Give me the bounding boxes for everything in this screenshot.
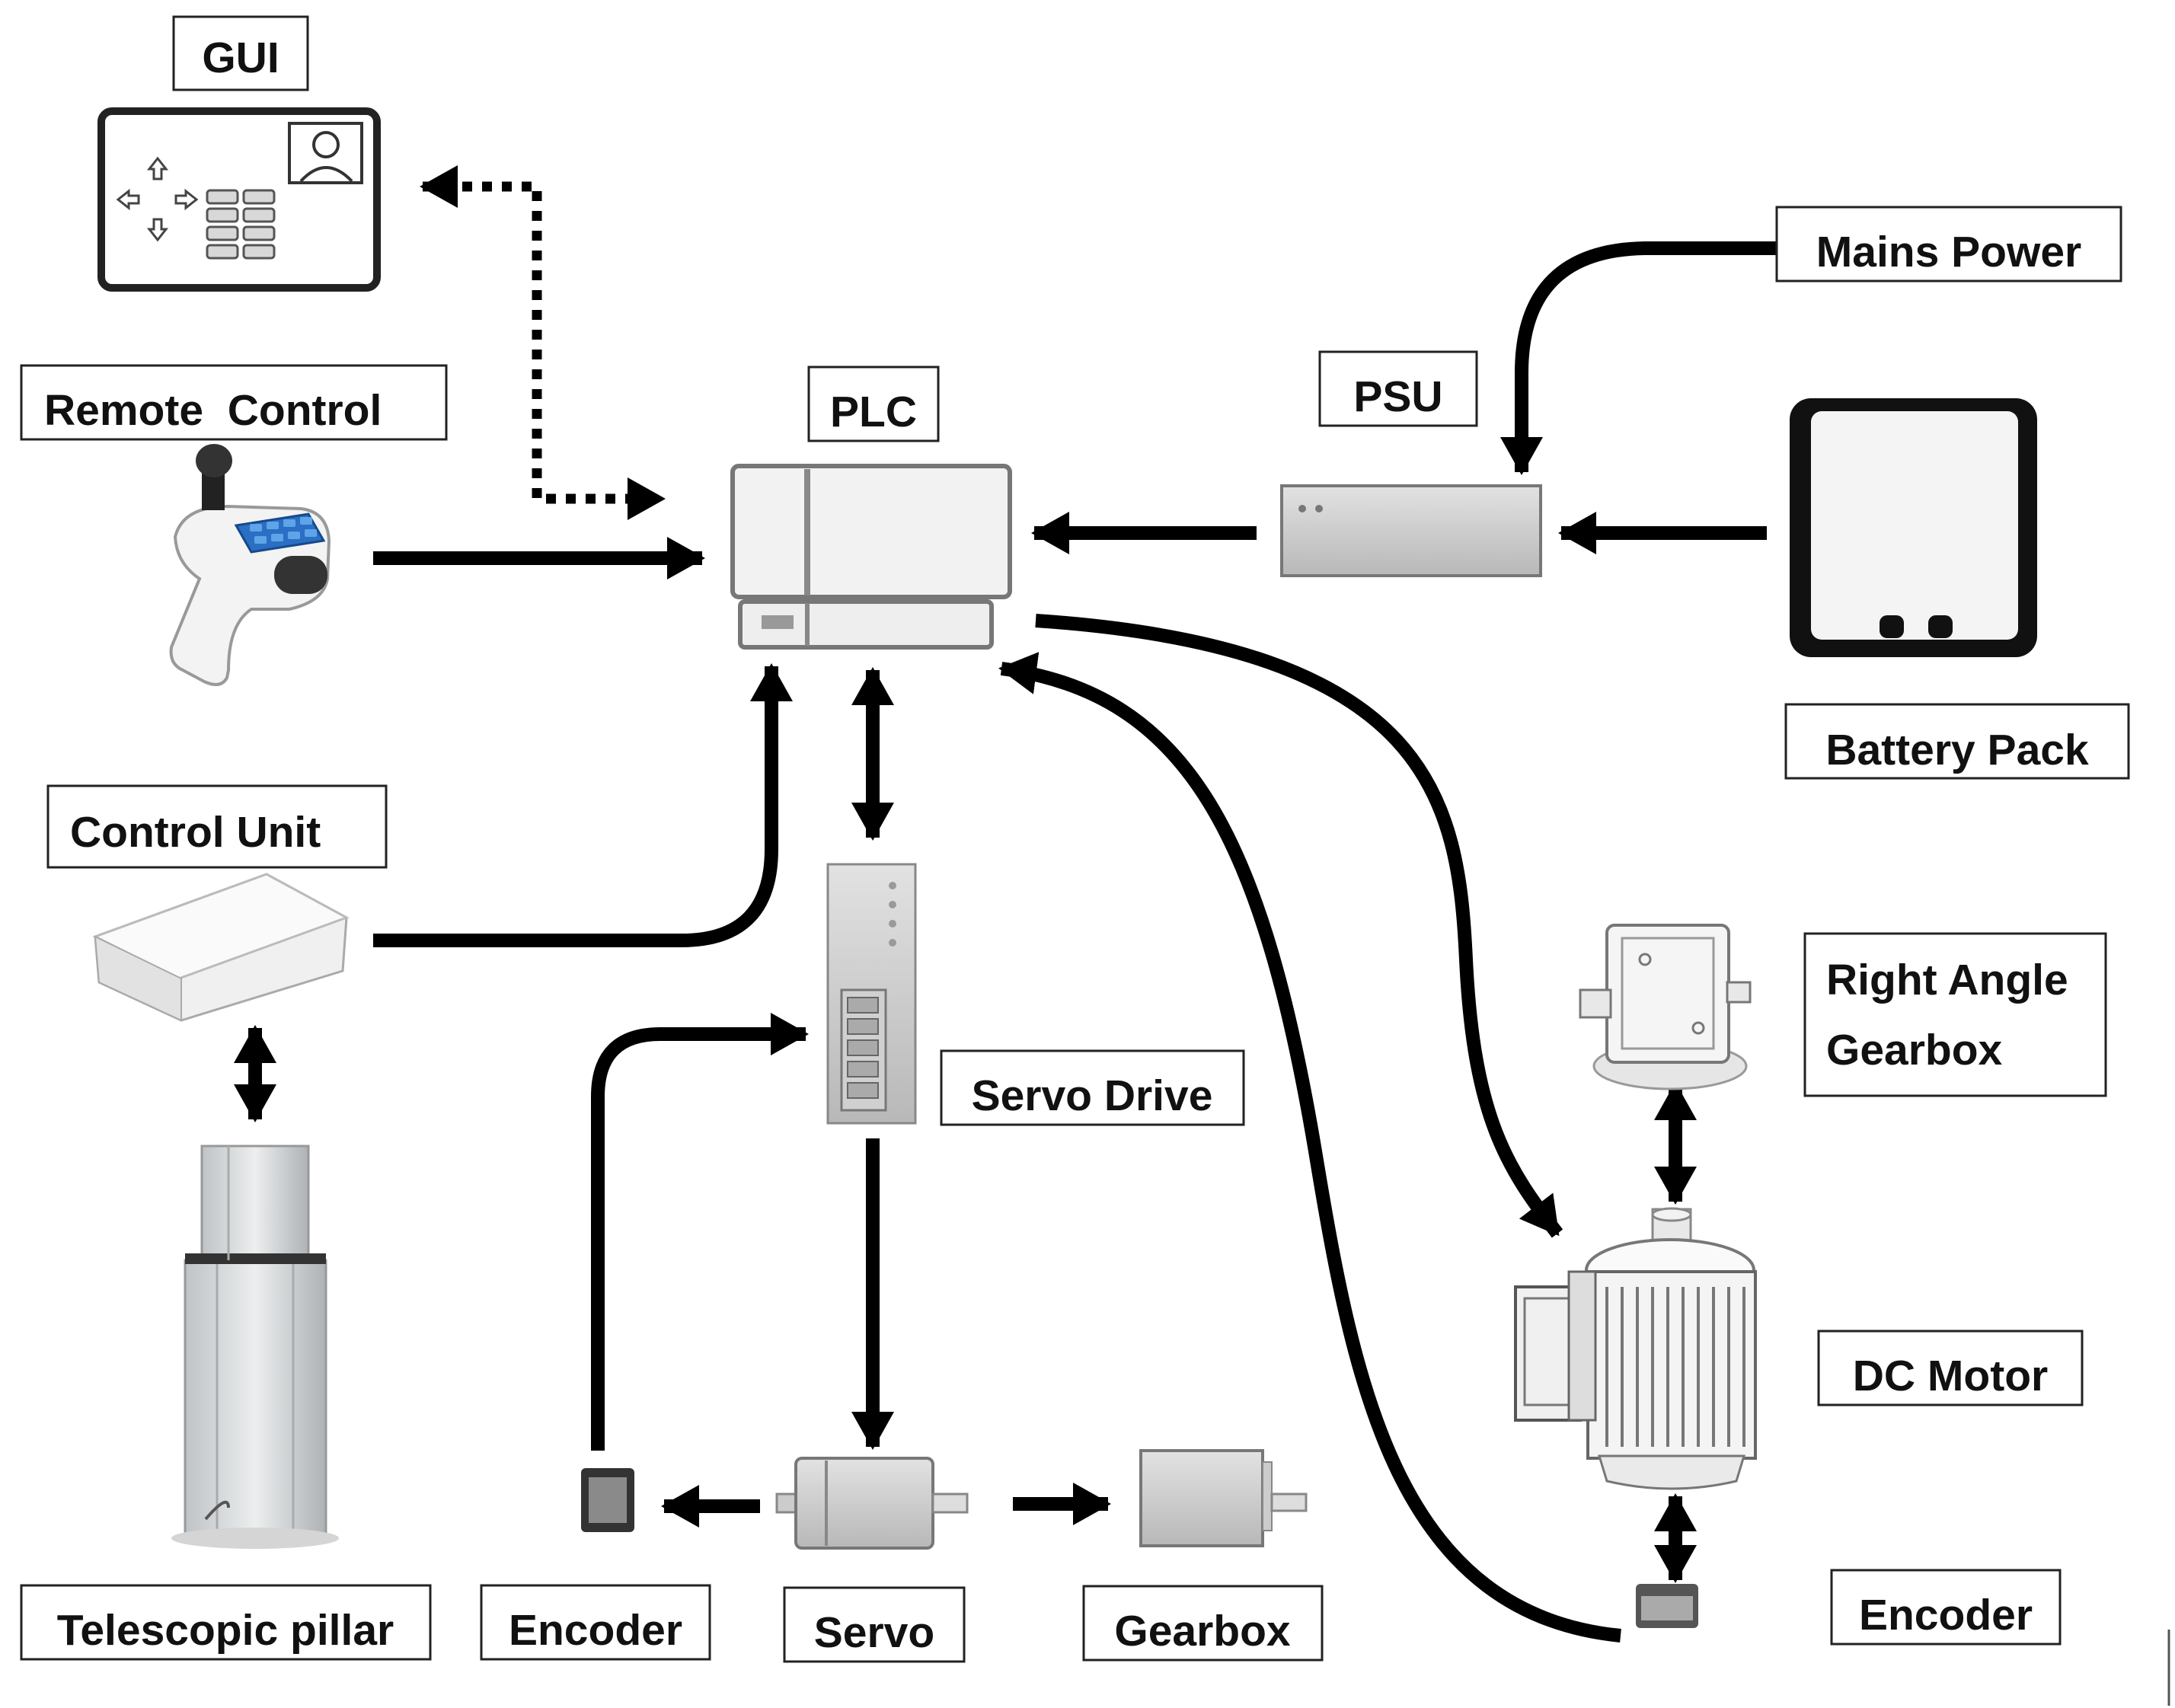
label-psu-text: PSU: [1353, 372, 1442, 421]
label-mains-power-text: Mains Power: [1816, 228, 2081, 276]
label-control-unit: Control Unit: [46, 784, 388, 869]
label-encoder-left-text: Encoder: [509, 1606, 682, 1655]
label-right-angle-gearbox: Right Angle Gearbox: [1803, 932, 2107, 1097]
label-telescopic-pillar-text: Telescopic pillar: [57, 1606, 394, 1655]
joystick-remote-icon: [169, 444, 331, 686]
plc-to-dc-motor-arrow: [1035, 614, 1563, 1238]
control-box-icon: [92, 873, 350, 1022]
label-gearbox-text: Gearbox: [1114, 1607, 1291, 1655]
label-servo-text: Servo: [814, 1608, 934, 1657]
right-angle-gearbox-icon: [1579, 924, 1752, 1090]
servo-motor-icon: [775, 1457, 969, 1550]
tablet-icon: [97, 107, 381, 292]
label-remote-control: Remote Control: [20, 364, 448, 441]
dc-motor-icon: [1514, 1207, 1757, 1490]
label-right-angle-gearbox-line2: Gearbox: [1826, 1026, 2003, 1074]
label-servo-drive-text: Servo Drive: [972, 1071, 1213, 1120]
label-servo: Servo: [783, 1586, 966, 1663]
connectors: [234, 165, 1777, 1643]
label-encoder-right-text: Encoder: [1859, 1591, 2033, 1639]
label-encoder-left: Encoder: [480, 1584, 711, 1661]
label-battery-pack: Battery Pack: [1784, 703, 2130, 780]
gearbox-icon: [1139, 1449, 1308, 1547]
encoder-to-plc-arrow: [998, 652, 1621, 1643]
label-gui: GUI: [172, 15, 309, 91]
label-gui-text: GUI: [202, 34, 279, 82]
power-supply-icon: [1280, 484, 1542, 577]
label-mains-power: Mains Power: [1775, 206, 2122, 283]
control-unit-to-plc-arrow: [373, 663, 793, 947]
plc-icon: [730, 464, 1012, 650]
mains-to-psu-arrow: [1500, 241, 1777, 475]
encoder-icon: [1636, 1584, 1698, 1628]
label-battery-pack-text: Battery Pack: [1825, 726, 2089, 774]
encoder-icon: [581, 1468, 634, 1532]
servo-drive-icon: [826, 863, 917, 1125]
label-plc: PLC: [807, 366, 940, 442]
label-dc-motor: DC Motor: [1817, 1330, 2084, 1406]
label-gearbox: Gearbox: [1082, 1585, 1324, 1662]
telescopic-pillar-icon: [171, 1145, 339, 1549]
label-control-unit-text: Control Unit: [70, 808, 321, 857]
battery-icon: [1790, 398, 2037, 657]
gui-plc-link: [420, 165, 666, 520]
label-remote-control-text: Remote Control: [44, 386, 382, 435]
label-servo-drive: Servo Drive: [940, 1049, 1245, 1126]
label-dc-motor-text: DC Motor: [1853, 1352, 2048, 1400]
encoder-to-servo-drive-arrow: [591, 1013, 809, 1451]
label-plc-text: PLC: [830, 388, 917, 436]
label-right-angle-gearbox-line1: Right Angle: [1826, 956, 2068, 1004]
label-psu: PSU: [1318, 350, 1478, 427]
label-encoder-right: Encoder: [1830, 1569, 2062, 1646]
label-telescopic-pillar: Telescopic pillar: [20, 1584, 432, 1661]
